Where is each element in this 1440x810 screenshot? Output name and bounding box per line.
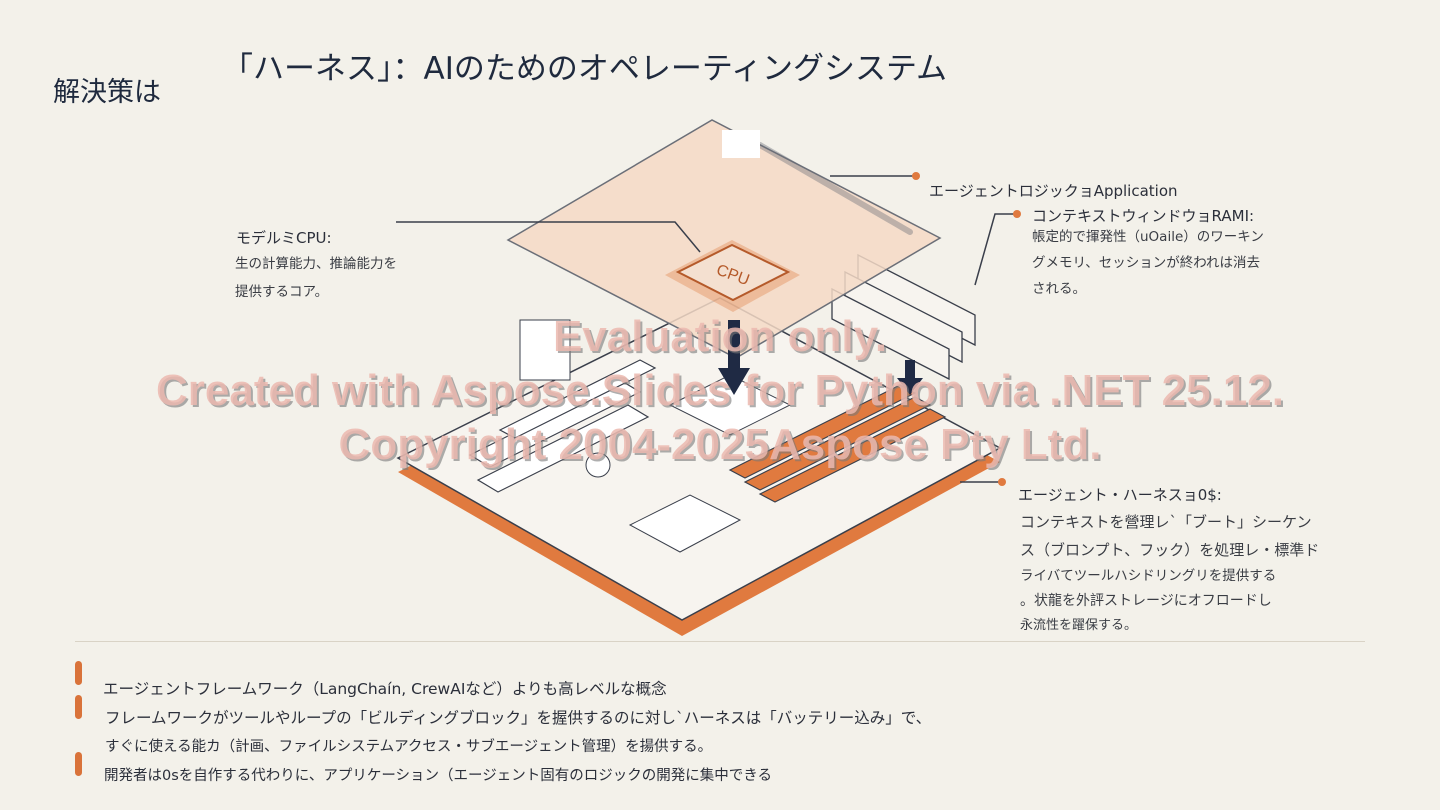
callout-ram-body: 帳定的で揮発性（uOaile）のワーキン グメモリ、セッションが終われは消去 さ… [1032, 224, 1264, 302]
leader-dot [998, 478, 1006, 486]
callout-cpu-body: 生の計算能力、推論能力を 提供するコア。 [235, 250, 397, 306]
bullet-marker [75, 695, 82, 719]
board-surface [396, 297, 1002, 621]
battery [585, 452, 611, 478]
callout-ram-heading: コンテキストウィンドウョRAMI: [1032, 207, 1255, 225]
bullet-marker [75, 752, 82, 776]
cpu-arrow-shaft [728, 320, 740, 370]
bullet-item: フレームワークがツールやループの「ビルディングブロック」を握供するのに対し`ハー… [105, 709, 932, 727]
callout-application-heading: エージェントロジックョApplication [929, 182, 1178, 200]
divider [75, 641, 1365, 642]
io-ports [519, 319, 571, 381]
bullet-item: エージェントフレームワーク（LangChaín, CrewAIなど）よりも高レベ… [103, 680, 667, 698]
application-panel [506, 119, 942, 359]
expansion-slots [468, 359, 657, 493]
ram-arrow-shaft [905, 360, 915, 380]
callout-cpu-heading: モデルミCPU: [236, 229, 332, 247]
callout-harness-body: コンテキストを營理レ`「ブート」シーケン ス（ブロンプト、フック）を処理レ・標準… [1020, 508, 1319, 638]
leader-dot [912, 172, 920, 180]
slide-kicker: 解決策は [53, 77, 161, 108]
leader-dot [1013, 210, 1021, 218]
callout-line: コンテキストを營理レ`「ブート」シーケン [1020, 513, 1312, 531]
callout-line: される。 [1032, 281, 1086, 297]
ram-modules [831, 253, 976, 381]
leader-ram [974, 213, 1015, 286]
callout-line: 提供するコア。 [235, 284, 329, 300]
callout-line: 帳定的で揮発性（uOaile）のワーキン [1032, 229, 1264, 245]
callout-line: 永流性を躍保する。 [1020, 618, 1138, 633]
cpu-socket [668, 374, 792, 436]
slide-title: 「ハーネス」：AIのためのオペレーティングシステム [222, 51, 948, 87]
bullet-item: 開発者は0sを自作する代わりに、アプリケーション（エージェント固有のロジックの開… [104, 768, 772, 784]
callout-line: グメモリ、セッションが終われは消去 [1032, 255, 1261, 271]
cpu-arrow-head [718, 368, 750, 395]
cpu-chip [675, 243, 791, 302]
chipset [628, 494, 742, 553]
leader-cpu [396, 221, 701, 253]
callout-line: 。状龍を外評ストレージにオフロードし [1020, 593, 1272, 609]
callout-line: ス（ブロンプト、フック）を処理レ・標準ド [1020, 541, 1320, 559]
bullet-item: すぐに使える能カ（計画、ファイルシステムアクセス・サブエージェント管理）を揚供す… [105, 739, 713, 755]
ram-slots [728, 384, 947, 503]
callout-line: ライバてツールハシドリングリを提供する [1020, 568, 1277, 584]
callout-line: 生の計算能力、推論能力を [235, 256, 397, 272]
ram-arrow-head [897, 378, 923, 395]
callout-harness-heading: エージェント・ハーネスョ0$: [1018, 486, 1222, 504]
bullet-marker [75, 661, 82, 685]
